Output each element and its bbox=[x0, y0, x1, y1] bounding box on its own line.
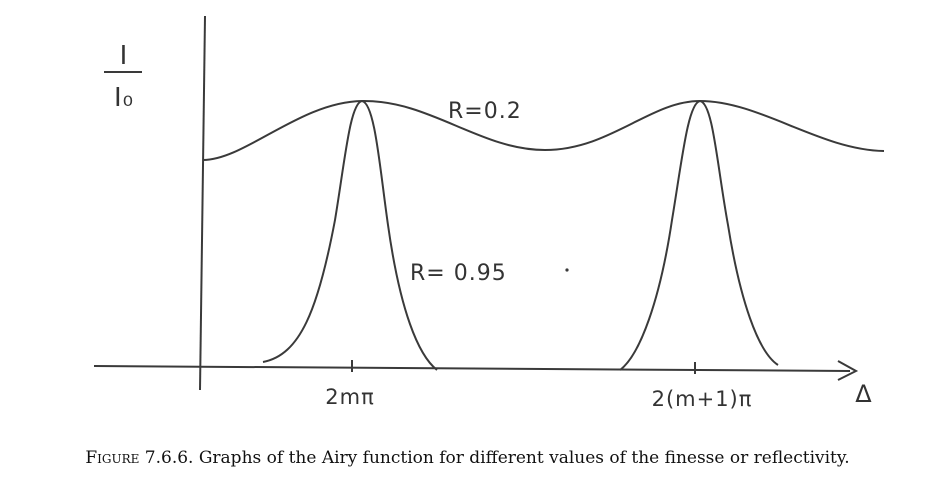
stray-dot bbox=[565, 268, 569, 272]
y-label-denominator: I₀ bbox=[114, 83, 134, 113]
curve-r-0-2 bbox=[202, 99, 885, 161]
x-axis-label: Δ bbox=[855, 380, 872, 408]
tick-label-2m1-pi: 2(m+1)π bbox=[652, 387, 753, 411]
label-r-0-95: R= 0.95 bbox=[410, 261, 507, 286]
curve-r-0-95-peak-1 bbox=[262, 99, 438, 371]
x-axis-arrowhead bbox=[837, 360, 859, 381]
curve-r-0-95-peak-2 bbox=[619, 99, 779, 371]
figure-caption: Figure 7.6.6. Graphs of the Airy functio… bbox=[0, 448, 935, 468]
label-r-0-2: R=0.2 bbox=[448, 99, 522, 124]
tick-label-2m-pi: 2mπ bbox=[325, 385, 374, 409]
y-axis bbox=[199, 15, 206, 391]
y-label-numerator: I bbox=[120, 41, 129, 71]
x-axis bbox=[93, 365, 851, 372]
caption-label: Figure 7.6.6. bbox=[85, 448, 194, 468]
caption-text: Graphs of the Airy function for differen… bbox=[198, 448, 850, 468]
